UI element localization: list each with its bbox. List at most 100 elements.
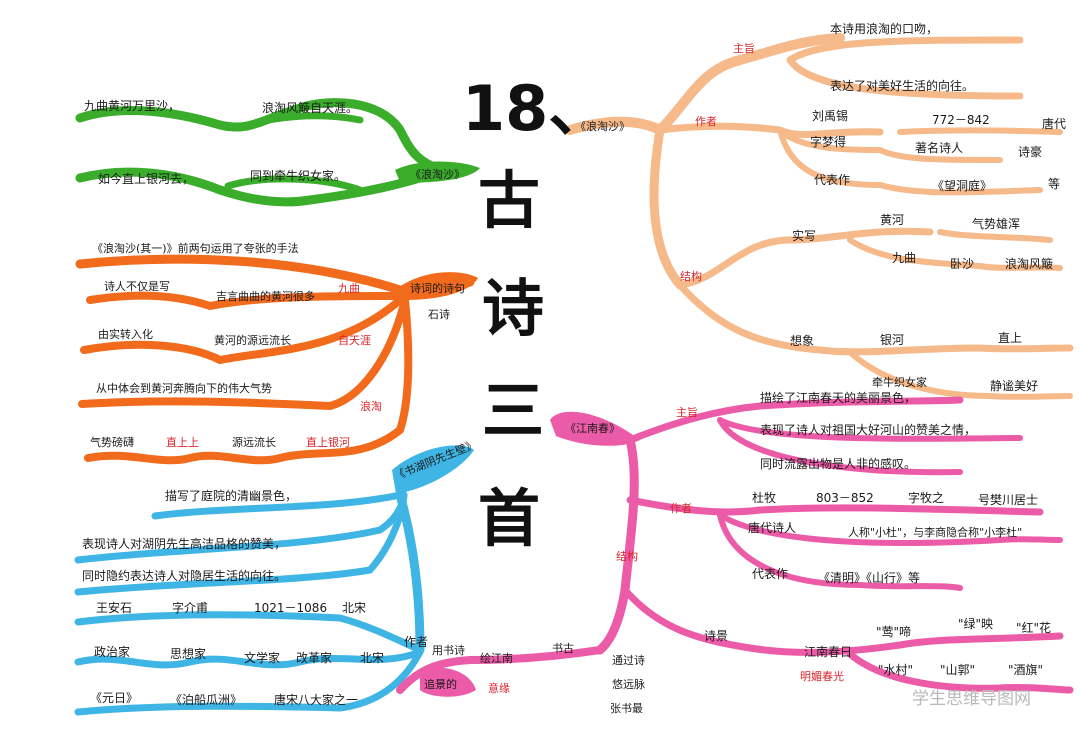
blue-stroke-5 (74, 648, 424, 669)
pink-zhuzhi-label: 主旨 (676, 406, 698, 419)
blue-item-9: 思想家 (170, 646, 206, 661)
peach-zhuzhi-2 (786, 56, 1024, 100)
pink-jiangnan: 江南春日 (804, 644, 852, 659)
pink-label: 《江南春》 (565, 422, 620, 435)
peach-jiegou-label: 结构 (680, 269, 702, 283)
pink-mingmei: 明媚春光 (800, 669, 844, 683)
orange-item-8: 直上上 (166, 435, 199, 449)
peach-yinhe: 银河 (880, 333, 904, 347)
orange-red-3: 浪淘 (360, 399, 382, 413)
peach-root (565, 33, 845, 137)
pink-shigu: 书古 (552, 642, 574, 655)
peach-zhuzhi-2-text: 表达了对美好生活的向往。 (830, 78, 974, 93)
peach-zuozhe-2 (777, 127, 1003, 163)
peach-huanghe: 黄河 (880, 213, 904, 227)
pink-zi: 字牧之 (908, 490, 944, 505)
peach-jiegou (676, 227, 934, 289)
green-label-blob (395, 161, 480, 183)
green-line-2: 浪淘风簸自天涯。 (262, 100, 358, 115)
pink-works: 《清明》《山行》等 (818, 571, 920, 585)
pink-tongshi: 通过诗 (612, 653, 645, 667)
pink-branch: 《江南春》 主旨 描绘了江南春天的美丽景色， 表现了诗人对祖国大好河山的赞美之情… (396, 390, 1074, 715)
green-branch: 九曲黄河万里沙， 浪淘风簸自天涯。 如今直上银河去， 同到牵牛织女家。 《浪淘沙… (75, 98, 480, 207)
blue-item-6: 1021－1086 (254, 601, 327, 615)
blue-item-10: 文学家 (244, 650, 280, 665)
blue-item-8: 政治家 (94, 644, 130, 659)
peach-daibiao: 代表作 (814, 173, 850, 187)
blue-item-3: 同时隐约表达诗人对隐居生活的向往。 (82, 568, 286, 583)
blue-item-4: 王安石 (96, 600, 132, 615)
blue-stroke-1 (151, 491, 404, 520)
orange-stroke-5 (84, 296, 413, 465)
pink-youyuan: 悠远脉 (612, 677, 645, 691)
peach-qishi: 气势雄浑 (972, 216, 1020, 231)
pink-zuozhe-2 (717, 512, 1063, 546)
orange-item-1: 《浪淘沙(其一)》前两句运用了夸张的手法 (92, 241, 299, 255)
blue-branch: 《书湖阴先生壁》 描写了庭院的清幽景色， 表现诗人对湖阴先生高洁品格的赞美， 同… (74, 437, 479, 716)
blue-stroke-4 (74, 611, 424, 654)
orange-item-5: 黄河的源远流长 (214, 333, 291, 347)
peach-jiegou-5 (937, 229, 1053, 243)
peach-jiegou-2 (847, 237, 1063, 271)
pink-jiegou-label: 结构 (616, 549, 638, 563)
orange-item-6: 从中体会到黄河奔腾向下的伟大气势 (96, 381, 272, 395)
pink-nickname: 人称"小杜"，与李商隐合称"小李杜" (848, 525, 1022, 539)
pink-guo: "山郭" (940, 663, 975, 677)
blue-item-1: 描写了庭院的清幽景色， (165, 488, 297, 503)
pink-lv: "绿"映 (958, 616, 993, 631)
peach-deng: 等 (1048, 177, 1060, 191)
peach-work: 《望洞庭》 (932, 178, 992, 193)
blue-item-5: 字介甫 (172, 600, 208, 615)
orange-red-1: 九曲 (338, 282, 360, 295)
pink-label-blob (550, 411, 640, 446)
orange-stroke-2 (86, 291, 404, 311)
orange-branch: 诗词的诗句 石诗 《浪淘沙(其一)》前两句运用了夸张的手法 诗人不仅是写 吉言曲… (75, 241, 478, 465)
peach-zhuzhi-1 (786, 36, 1024, 64)
blue-item-13: 《元日》 (90, 691, 138, 705)
peach-trunk (649, 125, 685, 290)
peach-label: 《浪淘沙》 (575, 119, 630, 133)
pink-hao: 号樊川居士 (978, 493, 1038, 507)
title-char-2: 诗 (482, 272, 544, 345)
peach-name: 刘禹锡 (812, 108, 848, 123)
orange-stroke-3 (80, 296, 404, 365)
blue-item-11: 改革家 (296, 650, 332, 665)
peach-zuozhe-4 (897, 127, 1063, 135)
peach-jiuqu: 九曲 (892, 251, 916, 265)
pink-jiegou (621, 586, 1064, 656)
pink-shijing: 诗景 (704, 629, 728, 643)
orange-label-blob (395, 272, 478, 300)
blue-item-15: 唐宋八大家之一 (274, 692, 358, 707)
peach-zuozhe-3 (777, 127, 1043, 196)
pink-zuozhe (626, 496, 1044, 516)
blue-label-blob (392, 445, 474, 494)
peach-jiegou-4 (847, 349, 1073, 400)
peach-years: 772－842 (932, 113, 990, 127)
title-char-4: 首 (478, 482, 540, 555)
pink-zhuzhi-1: 描绘了江南春天的美丽景色， (760, 390, 916, 405)
peach-zuozhe (656, 122, 884, 139)
pink-daibiao: 代表作 (752, 567, 788, 581)
title-char-1: 古 (478, 164, 540, 237)
orange-item-9: 源远流长 (232, 435, 276, 449)
peach-branch: 《浪淘沙》 主旨 本诗用浪淘的口吻， 表达了对美好生活的向往。 作者 刘禹锡 7… (565, 21, 1074, 400)
title-char-3: 三 (482, 374, 544, 447)
pink-name: 杜牧 (752, 490, 776, 505)
green-line-1: 九曲黄河万里沙， (84, 99, 180, 113)
pink-zhuijing: 追景的 (424, 677, 457, 691)
green-stroke-1 (75, 98, 465, 177)
pink-hong: "红"花 (1016, 620, 1051, 635)
pink-zhuzhi-3: 同时流露出物是人非的感叹。 (760, 456, 916, 471)
orange-red-2: 自天涯 (338, 333, 371, 347)
title-number: 18、 (462, 72, 610, 145)
central-title: 18、 古 诗 三 首 (462, 72, 610, 555)
peach-zhishang: 直上 (998, 331, 1022, 345)
green-stroke-3 (236, 112, 364, 132)
peach-role: 著名诗人 (915, 140, 963, 155)
green-line-3: 如今直上银河去， (98, 171, 194, 186)
peach-zi: 字梦得 (810, 134, 846, 149)
blue-stroke-3 (74, 491, 408, 596)
peach-meihao: 静谧美好 (990, 379, 1038, 393)
peach-jiegou-3 (676, 281, 1074, 356)
